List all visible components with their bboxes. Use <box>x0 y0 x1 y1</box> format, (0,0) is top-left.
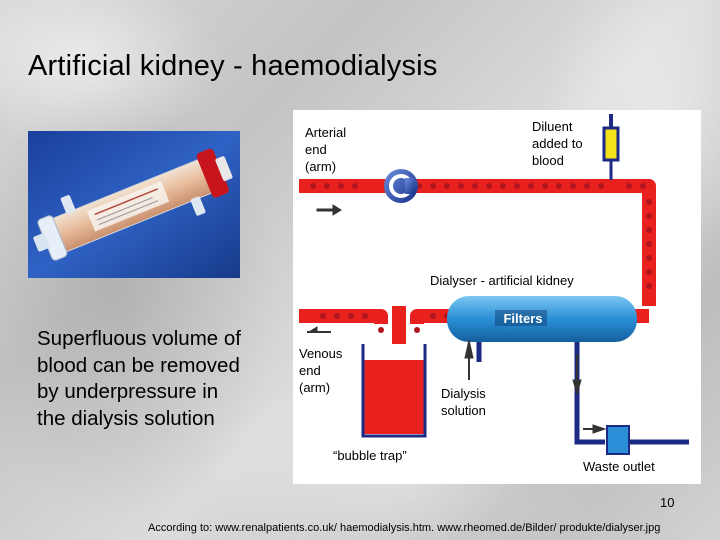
bubble-trap-label: “bubble trap” <box>333 448 407 463</box>
haemodialysis-diagram: Filters Arterial end (arm) <box>293 110 701 484</box>
flow-arrows <box>307 204 607 434</box>
diluent-label: Diluent added to blood <box>532 119 583 168</box>
dialyser-photo <box>28 131 240 278</box>
dialysis-solution-label: Dialysis solution <box>441 386 486 418</box>
arterial-end-label: Arterial end (arm) <box>305 125 347 174</box>
venous-end-label: Venous end (arm) <box>299 346 343 395</box>
blood-pump <box>384 169 418 203</box>
filters-label: Filters <box>503 311 542 326</box>
dialyser-label: Dialyser - artificial kidney <box>430 273 574 288</box>
page-number: 10 <box>660 495 675 510</box>
bubble-trap <box>361 344 427 438</box>
slide-title: Artificial kidney - haemodialysis <box>28 50 438 82</box>
waste-outlet-label: Waste outlet <box>583 459 655 474</box>
dialyser <box>447 296 637 342</box>
blood-tube <box>383 179 656 344</box>
citation-text: According to: www.renalpatients.co.uk/ h… <box>148 522 661 534</box>
diluent-syringe <box>602 114 620 180</box>
side-explanation-text: Superfluous volume of blood can be remov… <box>37 327 241 430</box>
waste-outlet-box <box>606 425 630 455</box>
